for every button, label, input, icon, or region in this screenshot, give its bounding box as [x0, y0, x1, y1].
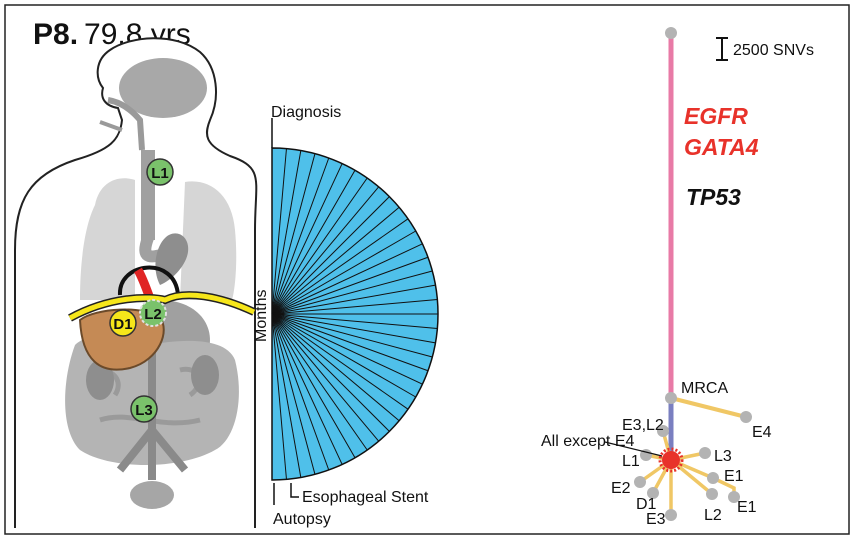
leaf-e1a-label: E1 — [724, 468, 744, 485]
site-d1: D1 — [110, 310, 136, 336]
site-l2-label: L2 — [144, 306, 162, 323]
patient-id: P8. — [33, 18, 78, 51]
site-l1: L1 — [147, 159, 173, 185]
gene-tp53: TP53 — [686, 184, 741, 210]
site-l2: L2 — [140, 300, 166, 326]
root-node — [665, 27, 677, 39]
left-kidney — [191, 355, 219, 395]
node-e1a — [707, 472, 719, 484]
site-d1-label: D1 — [113, 316, 132, 333]
autopsy-label: Autopsy — [273, 511, 331, 528]
site-l1-label: L1 — [151, 165, 169, 182]
leaf-e3-label: E3 — [646, 511, 666, 528]
stent-label: Esophageal Stent — [302, 489, 429, 506]
leaf-e3l2-label: E3,L2 — [622, 417, 664, 434]
leaf-l2-label: L2 — [704, 507, 722, 524]
diagnosis-label: Diagnosis — [271, 104, 341, 121]
leaf-e4-label: E4 — [752, 424, 772, 441]
node-e3 — [665, 509, 677, 521]
mrca-node — [665, 392, 677, 404]
gene-gata4: GATA4 — [684, 134, 759, 160]
site-l3: L3 — [131, 396, 157, 422]
node-e2 — [634, 476, 646, 488]
site-l3-label: L3 — [135, 402, 153, 419]
bladder — [130, 481, 174, 509]
node-e4 — [740, 411, 752, 423]
all-except-label: All except E4 — [541, 433, 634, 450]
leaf-l1-label: L1 — [622, 453, 640, 470]
leaf-e1b-label: E1 — [737, 499, 757, 516]
leaf-l3-label: L3 — [714, 448, 732, 465]
node-l2 — [706, 488, 718, 500]
mrca-label: MRCA — [681, 380, 728, 397]
scale-label: 2500 SNVs — [733, 42, 814, 59]
gene-egfr: EGFR — [684, 103, 748, 129]
hub-core — [662, 451, 680, 469]
leaf-e2-label: E2 — [611, 480, 631, 497]
months-label: Months — [253, 290, 270, 342]
node-l3 — [699, 447, 711, 459]
